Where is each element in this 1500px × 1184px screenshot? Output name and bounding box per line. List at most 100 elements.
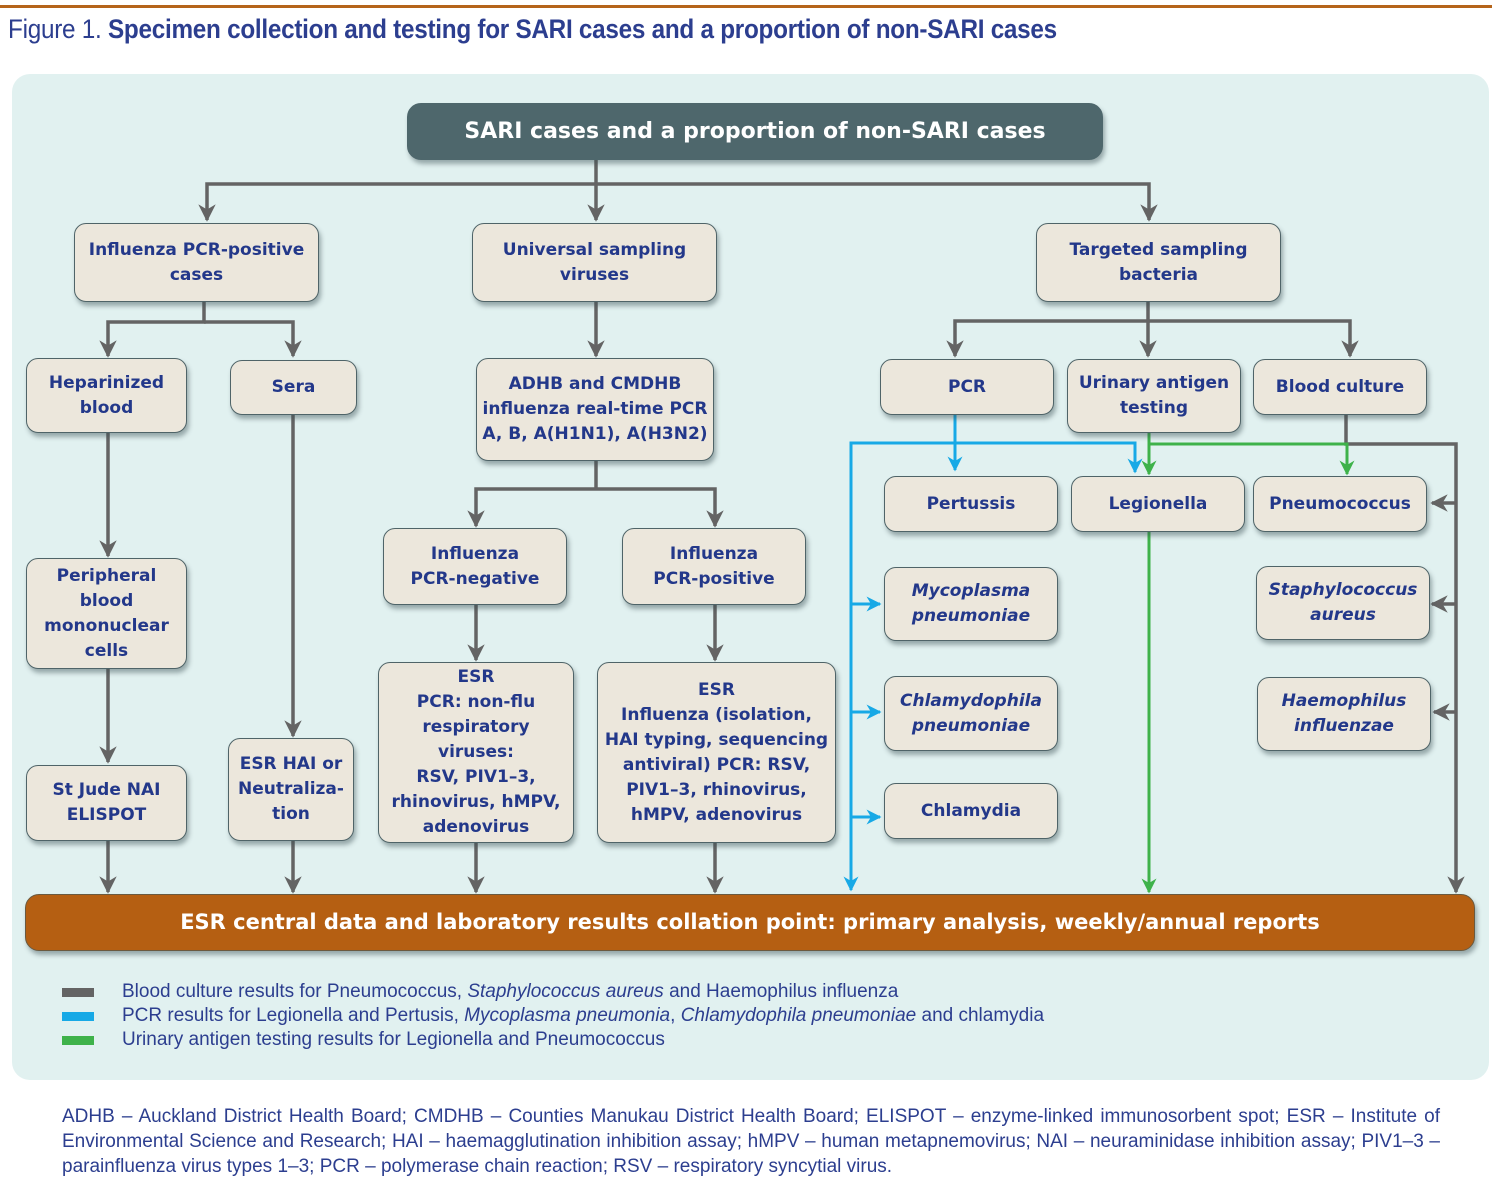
edge-targeted-pcr (946, 302, 1150, 358)
node-label-line: Urinary antigen (1078, 373, 1230, 393)
node-label-line: cases (169, 264, 224, 285)
node-label-line: pneumoniae (911, 606, 1031, 626)
figure-title-text: Specimen collection and testing for SARI… (107, 14, 1057, 44)
node-pcr: PCR (880, 359, 1054, 415)
node-label-line: viruses (559, 264, 630, 285)
figure-title: Figure 1. Specimen collection and testin… (8, 14, 1057, 45)
legend-text-part: and chlamydia (916, 1005, 1045, 1026)
top-rule (0, 5, 1492, 8)
node-label: PCR (948, 375, 986, 400)
node-label: Pertussis (927, 492, 1016, 517)
node-label-line: blood (79, 590, 134, 611)
node-label: Legionella (1109, 492, 1208, 517)
legend-text: PCR results for Legionella and Pertusis,… (122, 1004, 1044, 1028)
node-label: Influenza PCR-positive cases (89, 238, 305, 288)
node-legionella: Legionella (1071, 476, 1245, 532)
legend-text-part: Staphylococcus aureus (467, 981, 664, 1002)
footnote: ADHB – Auckland District Health Board; C… (62, 1106, 1440, 1177)
node-label-line: tion (272, 804, 310, 824)
node-label-line: St Jude NAI (52, 780, 161, 800)
node-label-line: Chlamydia (920, 800, 1022, 821)
node-label-line: Staphylococcus (1268, 580, 1418, 600)
node-sari-cases: SARI cases and a proportion of non-SARI … (407, 103, 1103, 160)
node-label: St Jude NAI ELISPOT (52, 778, 160, 828)
legend-text: Urinary antigen testing results for Legi… (122, 1028, 665, 1052)
node-label-line: Heparinized (48, 372, 165, 393)
node-label-line: adenovirus (422, 817, 530, 837)
node-label-line: SARI cases and a proportion of non-SARI … (464, 119, 1046, 144)
node-haemophilus: Haemophilus influenzae (1257, 677, 1431, 751)
node-label: Sera (272, 375, 316, 400)
legend-text: Blood culture results for Pneumococcus, … (122, 980, 898, 1004)
legend-text-part: , (670, 1005, 681, 1026)
node-label-line: ESR (457, 667, 495, 687)
node-label-line: PCR-negative (410, 568, 540, 589)
node-label-line: Haemophilus (1281, 691, 1407, 711)
node-label: SARI cases and a proportion of non-SARI … (464, 119, 1045, 144)
edge-urinary-pneumo (1149, 442, 1355, 476)
node-label-line: PCR (947, 376, 987, 397)
legend-text-part: Chlamydophila pneumoniae (680, 1005, 917, 1026)
node-chlamydia: Chlamydia (884, 783, 1058, 839)
figure-label: Figure 1. (8, 14, 102, 44)
node-label-line: Blood culture (1275, 376, 1405, 397)
node-influenza-pcr-positive-cases: Influenza PCR-positive cases (74, 223, 319, 302)
node-label-line: HAI typing, sequencing (604, 729, 829, 750)
edge-flucases-hep (99, 302, 206, 358)
node-label-line: Targeted sampling (1069, 239, 1248, 260)
legend-swatch (62, 1012, 94, 1021)
node-blood-culture: Blood culture (1253, 359, 1427, 415)
node-label-line: respiratory viruses: (422, 717, 530, 762)
node-label-line: ADHB and CMDHB (508, 374, 682, 394)
node-label: Pneumococcus (1269, 492, 1411, 517)
node-pneumococcus: Pneumococcus (1253, 476, 1427, 532)
node-label-line: Influenza (isolation, (621, 704, 812, 725)
edge-pcr-bus (843, 441, 955, 892)
node-pertussis: Pertussis (884, 476, 1058, 532)
legend-text-part: Mycoplasma pneumonia (464, 1005, 671, 1026)
node-label-line: Influenza (430, 543, 520, 564)
node-label-line: Pneumococcus (1269, 493, 1411, 514)
edge-root-flu (198, 182, 596, 222)
node-label-line: Influenza (669, 543, 759, 564)
node-label-line: testing (1120, 398, 1188, 418)
node-label-line: Influenza PCR-positive (88, 239, 305, 260)
node-label-line: Neutraliza- (238, 779, 344, 799)
node-label-line: ELISPOT (66, 805, 147, 825)
node-label-line: rhinovirus, hMPV, (391, 792, 561, 812)
node-urinary-antigen: Urinary antigen testing (1067, 359, 1241, 433)
node-label-line: influenzae (1294, 716, 1394, 736)
legend-text-part: Blood culture results for Pneumococcus, (122, 981, 468, 1002)
node-label-line: Legionella (1108, 493, 1208, 514)
node-label-line: PCR-positive (653, 568, 775, 589)
edge-flucases-sera (204, 320, 302, 358)
legend-swatch (62, 1036, 94, 1045)
node-label: Blood culture (1276, 375, 1404, 400)
node-label-line: PIV1–3, rhinovirus, (626, 779, 807, 800)
node-label-line: mononuclear (44, 615, 169, 636)
node-label-line: Peripheral (56, 565, 157, 586)
node-label-line: A, B, A(H1N1), A(H3N2) (482, 424, 708, 444)
